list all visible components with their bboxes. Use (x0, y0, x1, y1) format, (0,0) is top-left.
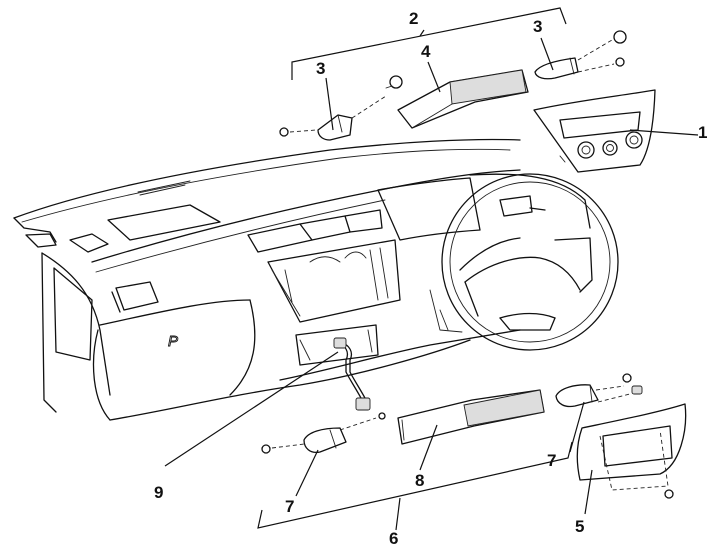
part-3-bracket-left (279, 75, 403, 141)
leader-7-right (569, 401, 585, 453)
callout-3-left: 3 (316, 59, 326, 78)
part-4-audio-unit (397, 69, 529, 129)
leader-lines (164, 37, 699, 515)
part-8-audio-unit-lower (397, 389, 545, 445)
callout-8: 8 (415, 471, 425, 490)
part-7-bracket-right (555, 373, 643, 408)
glovebox-marking: P (168, 333, 178, 350)
callout-4: 4 (421, 42, 431, 61)
group-2-bracket (291, 7, 567, 80)
part-5-lower-panel (576, 403, 687, 499)
leader-8 (419, 424, 438, 471)
leader-4 (427, 61, 441, 93)
leader-9 (164, 351, 339, 467)
leader-5 (584, 469, 593, 515)
leader-3-right (540, 37, 554, 71)
part-7-bracket-left (261, 412, 386, 454)
steering-wheel (429, 173, 619, 351)
callout-7-right: 7 (547, 451, 557, 470)
part-3-bracket-right (534, 30, 627, 80)
callout-7-left: 7 (285, 497, 295, 516)
callout-9: 9 (154, 483, 164, 502)
dashboard-outline (13, 138, 521, 421)
center-stack (247, 209, 401, 366)
callout-5: 5 (575, 517, 585, 536)
callout-2: 2 (409, 9, 419, 28)
callout-3-right: 3 (533, 17, 543, 36)
leader-3-left (325, 77, 334, 131)
part-9-harness (333, 337, 371, 411)
leader-1 (629, 129, 699, 136)
callout-6: 6 (389, 529, 399, 548)
leader-7-left (295, 449, 319, 497)
callout-1: 1 (698, 123, 708, 142)
